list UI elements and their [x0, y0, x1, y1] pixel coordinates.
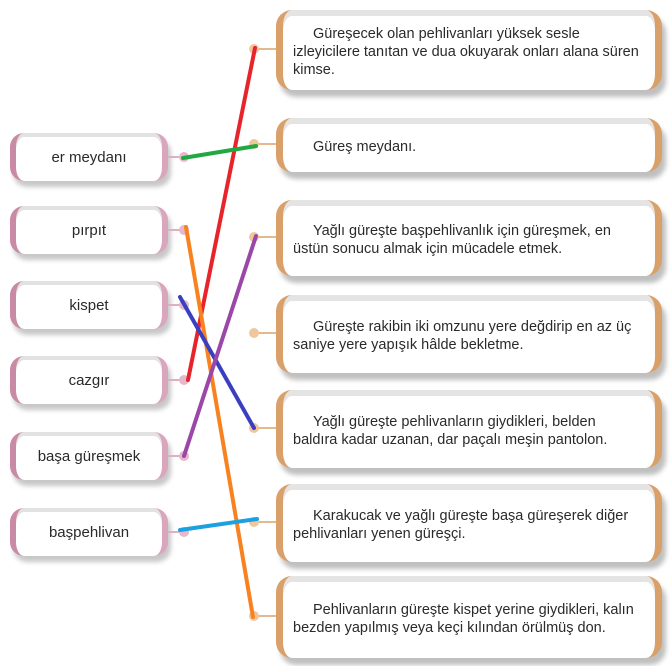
definition-connector [258, 521, 276, 523]
definition-text: Güreşte rakibin iki omzunu yere değdirip… [293, 319, 632, 353]
term-connector [168, 379, 182, 381]
definition-box-1[interactable]: Güreşecek olan pehlivanları yüksek sesle… [276, 10, 662, 90]
match-line[interactable] [184, 225, 255, 619]
term-box-pirpit[interactable]: pırpıt [10, 206, 168, 254]
definition-anchor-dot[interactable] [249, 328, 259, 338]
term-label: kispet [69, 296, 109, 314]
term-label: başa güreşmek [37, 447, 141, 465]
definition-box-6[interactable]: Karakucak ve yağlı güreşte başa güreşere… [276, 484, 662, 562]
term-connector [168, 156, 182, 158]
term-anchor-dot[interactable] [179, 527, 189, 537]
definition-connector [258, 143, 276, 145]
definition-text: Yağlı güreşte pehlivanların giydikleri, … [293, 414, 608, 448]
definition-connector [258, 332, 276, 334]
match-line[interactable] [178, 517, 259, 532]
match-line[interactable] [186, 46, 257, 382]
definition-connector [258, 427, 276, 429]
term-anchor-dot[interactable] [179, 225, 189, 235]
definition-connector [258, 48, 276, 50]
definition-text: Pehlivanların güreşte kispet yerine giyd… [293, 602, 634, 636]
definition-box-7[interactable]: Pehlivanların güreşte kispet yerine giyd… [276, 576, 662, 658]
definition-box-2[interactable]: Güreş meydanı. [276, 118, 662, 172]
term-connector [168, 531, 182, 533]
term-connector [168, 304, 182, 306]
term-box-baspehlivan[interactable]: başpehlivan [10, 508, 168, 556]
term-label: er meydanı [51, 148, 127, 166]
definition-text: Karakucak ve yağlı güreşte başa güreşere… [293, 508, 629, 542]
definition-text: Yağlı güreşte başpehlivanlık için güreşm… [293, 223, 611, 257]
definition-box-4[interactable]: Güreşte rakibin iki omzunu yere değdirip… [276, 295, 662, 373]
match-line[interactable] [181, 144, 258, 160]
definition-connector [258, 236, 276, 238]
term-label: başpehlivan [48, 523, 130, 541]
definition-text: Güreşecek olan pehlivanları yüksek sesle… [293, 26, 639, 78]
term-box-kispet[interactable]: kispet [10, 281, 168, 329]
match-line[interactable] [178, 295, 256, 430]
term-anchor-dot[interactable] [179, 375, 189, 385]
term-connector [168, 229, 182, 231]
term-box-cazgir[interactable]: cazgır [10, 356, 168, 404]
definition-anchor-dot[interactable] [249, 517, 259, 527]
term-connector [168, 455, 182, 457]
term-label: pırpıt [71, 221, 107, 239]
definition-box-5[interactable]: Yağlı güreşte pehlivanların giydikleri, … [276, 390, 662, 468]
match-line[interactable] [182, 234, 258, 458]
term-label: cazgır [68, 371, 110, 389]
definition-box-3[interactable]: Yağlı güreşte başpehlivanlık için güreşm… [276, 200, 662, 276]
definition-connector [258, 615, 276, 617]
definition-anchor-dot[interactable] [249, 139, 259, 149]
term-box-basa-guresmek[interactable]: başa güreşmek [10, 432, 168, 480]
definition-text: Güreş meydanı. [313, 139, 417, 155]
term-box-er-meydani[interactable]: er meydanı [10, 133, 168, 181]
